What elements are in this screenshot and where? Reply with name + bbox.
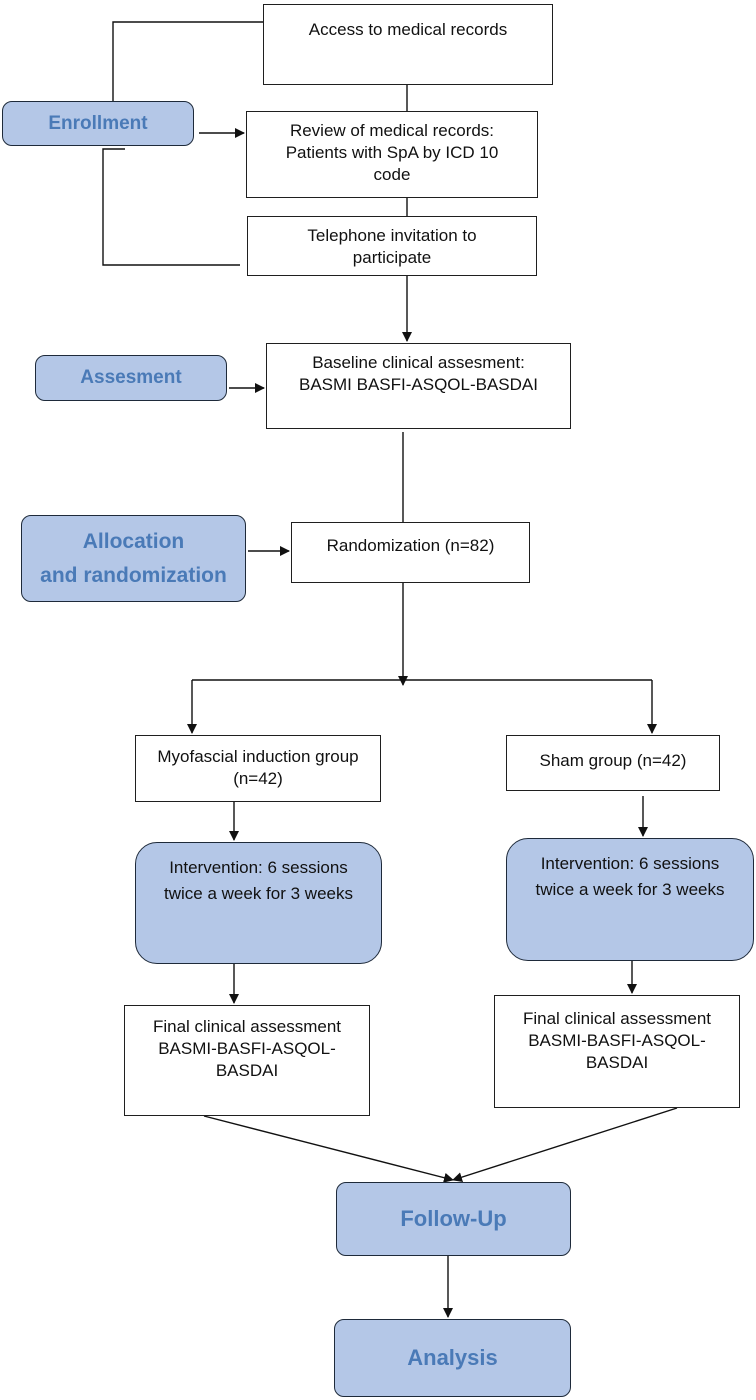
arrow-final-right-to-followup: [452, 1107, 678, 1183]
myofascial-group-box: Myofascial induction group (n=42): [135, 735, 381, 802]
intervention-left-box: Intervention: 6 sessions twice a week fo…: [135, 842, 382, 964]
sham-group-box: Sham group (n=42): [506, 735, 720, 791]
randomization-box: Randomization (n=82): [291, 522, 530, 583]
analysis-stage: Analysis: [334, 1319, 571, 1397]
followup-stage: Follow-Up: [336, 1182, 571, 1256]
baseline-assessment-box: Baseline clinical assesment: BASMI BASFI…: [266, 343, 571, 429]
intervention-right-box: Intervention: 6 sessions twice a week fo…: [506, 838, 754, 961]
final-assessment-right-box: Final clinical assessment BASMI-BASFI-AS…: [494, 995, 740, 1108]
enrollment-stage: Enrollment: [2, 101, 194, 146]
telephone-invitation-box: Telephone invitation to participate: [247, 216, 537, 276]
enrollment-bracket-top: [112, 21, 263, 101]
arrow-final-left-to-followup: [203, 1115, 454, 1183]
review-records-box: Review of medical records: Patients with…: [246, 111, 538, 198]
final-assessment-left-box: Final clinical assessment BASMI-BASFI-AS…: [124, 1005, 370, 1116]
allocation-stage: Allocation and randomization: [21, 515, 246, 602]
assesment-stage: Assesment: [35, 355, 227, 401]
enrollment-bracket-bottom: [102, 148, 240, 266]
access-records-box: Access to medical records: [263, 4, 553, 85]
